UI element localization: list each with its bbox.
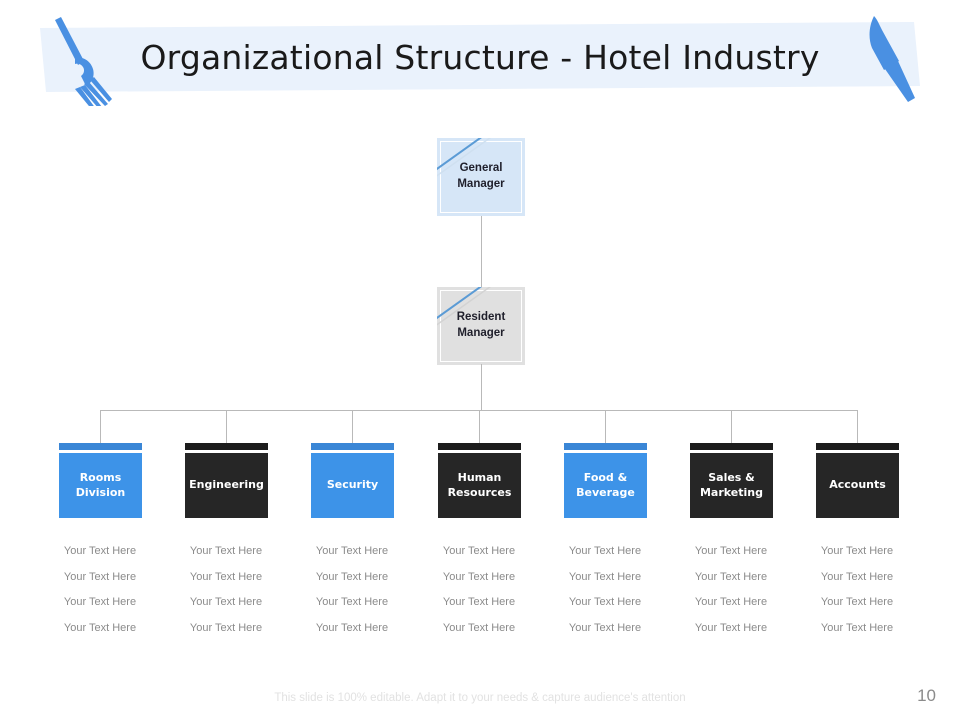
placeholder-text-item[interactable]: Your Text Here: [820, 545, 894, 557]
department-label: Accounts: [816, 453, 899, 518]
connector-bus-to-department: [479, 410, 480, 443]
department-gap: [564, 450, 647, 453]
placeholder-text-item[interactable]: Your Text Here: [442, 596, 516, 608]
department-gap: [311, 450, 394, 453]
placeholder-text-item[interactable]: Your Text Here: [694, 596, 768, 608]
connector-bus-to-department: [100, 410, 101, 443]
node-resident-manager[interactable]: Resident Manager: [437, 287, 525, 365]
placeholder-text-item[interactable]: Your Text Here: [189, 571, 263, 583]
connector-gm-to-rm: [481, 216, 482, 287]
placeholder-text-item[interactable]: Your Text Here: [568, 622, 642, 634]
department-gap: [690, 450, 773, 453]
department-label: Human Resources: [438, 453, 521, 518]
node-department-sales-marketing[interactable]: Sales & Marketing: [690, 443, 773, 518]
placeholder-text-item[interactable]: Your Text Here: [820, 596, 894, 608]
department-label: Engineering: [185, 453, 268, 518]
placeholder-text-item[interactable]: Your Text Here: [568, 571, 642, 583]
node-department-human-resources[interactable]: Human Resources: [438, 443, 521, 518]
page-title: Organizational Structure - Hotel Industr…: [140, 37, 820, 77]
connector-bus-to-department: [857, 410, 858, 443]
connector-bus-to-department: [226, 410, 227, 443]
placeholder-text-item[interactable]: Your Text Here: [315, 571, 389, 583]
department-label: Security: [311, 453, 394, 518]
department-accent-bar: [690, 443, 773, 450]
placeholder-text-item[interactable]: Your Text Here: [63, 545, 137, 557]
node-department-food-beverage[interactable]: Food & Beverage: [564, 443, 647, 518]
placeholder-text-item[interactable]: Your Text Here: [442, 571, 516, 583]
placeholder-text-item[interactable]: Your Text Here: [189, 596, 263, 608]
department-gap: [59, 450, 142, 453]
connector-bus-to-department: [731, 410, 732, 443]
placeholder-text-item[interactable]: Your Text Here: [568, 596, 642, 608]
department-label: Food & Beverage: [564, 453, 647, 518]
department-accent-bar: [311, 443, 394, 450]
department-accent-bar: [438, 443, 521, 450]
department-gap: [185, 450, 268, 453]
placeholder-text-item[interactable]: Your Text Here: [63, 571, 137, 583]
connector-bus-to-department: [605, 410, 606, 443]
node-department-security[interactable]: Security: [311, 443, 394, 518]
department-accent-bar: [816, 443, 899, 450]
placeholder-text-item[interactable]: Your Text Here: [315, 545, 389, 557]
department-accent-bar: [564, 443, 647, 450]
department-accent-bar: [59, 443, 142, 450]
placeholder-text-item[interactable]: Your Text Here: [694, 571, 768, 583]
knife-icon: [869, 16, 915, 102]
placeholder-text-item[interactable]: Your Text Here: [820, 571, 894, 583]
placeholder-text-item[interactable]: Your Text Here: [442, 622, 516, 634]
node-general-manager-label: General Manager: [440, 141, 522, 213]
connector-rm-to-bus: [481, 364, 482, 410]
placeholder-text-item[interactable]: Your Text Here: [189, 622, 263, 634]
placeholder-text-item[interactable]: Your Text Here: [63, 622, 137, 634]
department-label: Sales & Marketing: [690, 453, 773, 518]
node-department-accounts[interactable]: Accounts: [816, 443, 899, 518]
placeholder-text-item[interactable]: Your Text Here: [189, 545, 263, 557]
placeholder-text-item[interactable]: Your Text Here: [63, 596, 137, 608]
placeholder-text-item[interactable]: Your Text Here: [442, 545, 516, 557]
node-resident-manager-label: Resident Manager: [440, 290, 522, 362]
placeholder-text-item[interactable]: Your Text Here: [694, 545, 768, 557]
placeholder-text-item[interactable]: Your Text Here: [694, 622, 768, 634]
node-general-manager[interactable]: General Manager: [437, 138, 525, 216]
placeholder-text-item[interactable]: Your Text Here: [315, 596, 389, 608]
connector-bus-to-department: [352, 410, 353, 443]
fork-icon: [55, 17, 112, 106]
placeholder-text-item[interactable]: Your Text Here: [820, 622, 894, 634]
department-accent-bar: [185, 443, 268, 450]
footer-note: This slide is 100% editable. Adapt it to…: [274, 692, 686, 704]
placeholder-text-item[interactable]: Your Text Here: [568, 545, 642, 557]
node-department-engineering[interactable]: Engineering: [185, 443, 268, 518]
department-gap: [816, 450, 899, 453]
node-department-rooms-division[interactable]: Rooms Division: [59, 443, 142, 518]
department-gap: [438, 450, 521, 453]
placeholder-text-item[interactable]: Your Text Here: [315, 622, 389, 634]
title-banner: [40, 22, 920, 92]
page-number: 10: [917, 686, 936, 705]
department-label: Rooms Division: [59, 453, 142, 518]
